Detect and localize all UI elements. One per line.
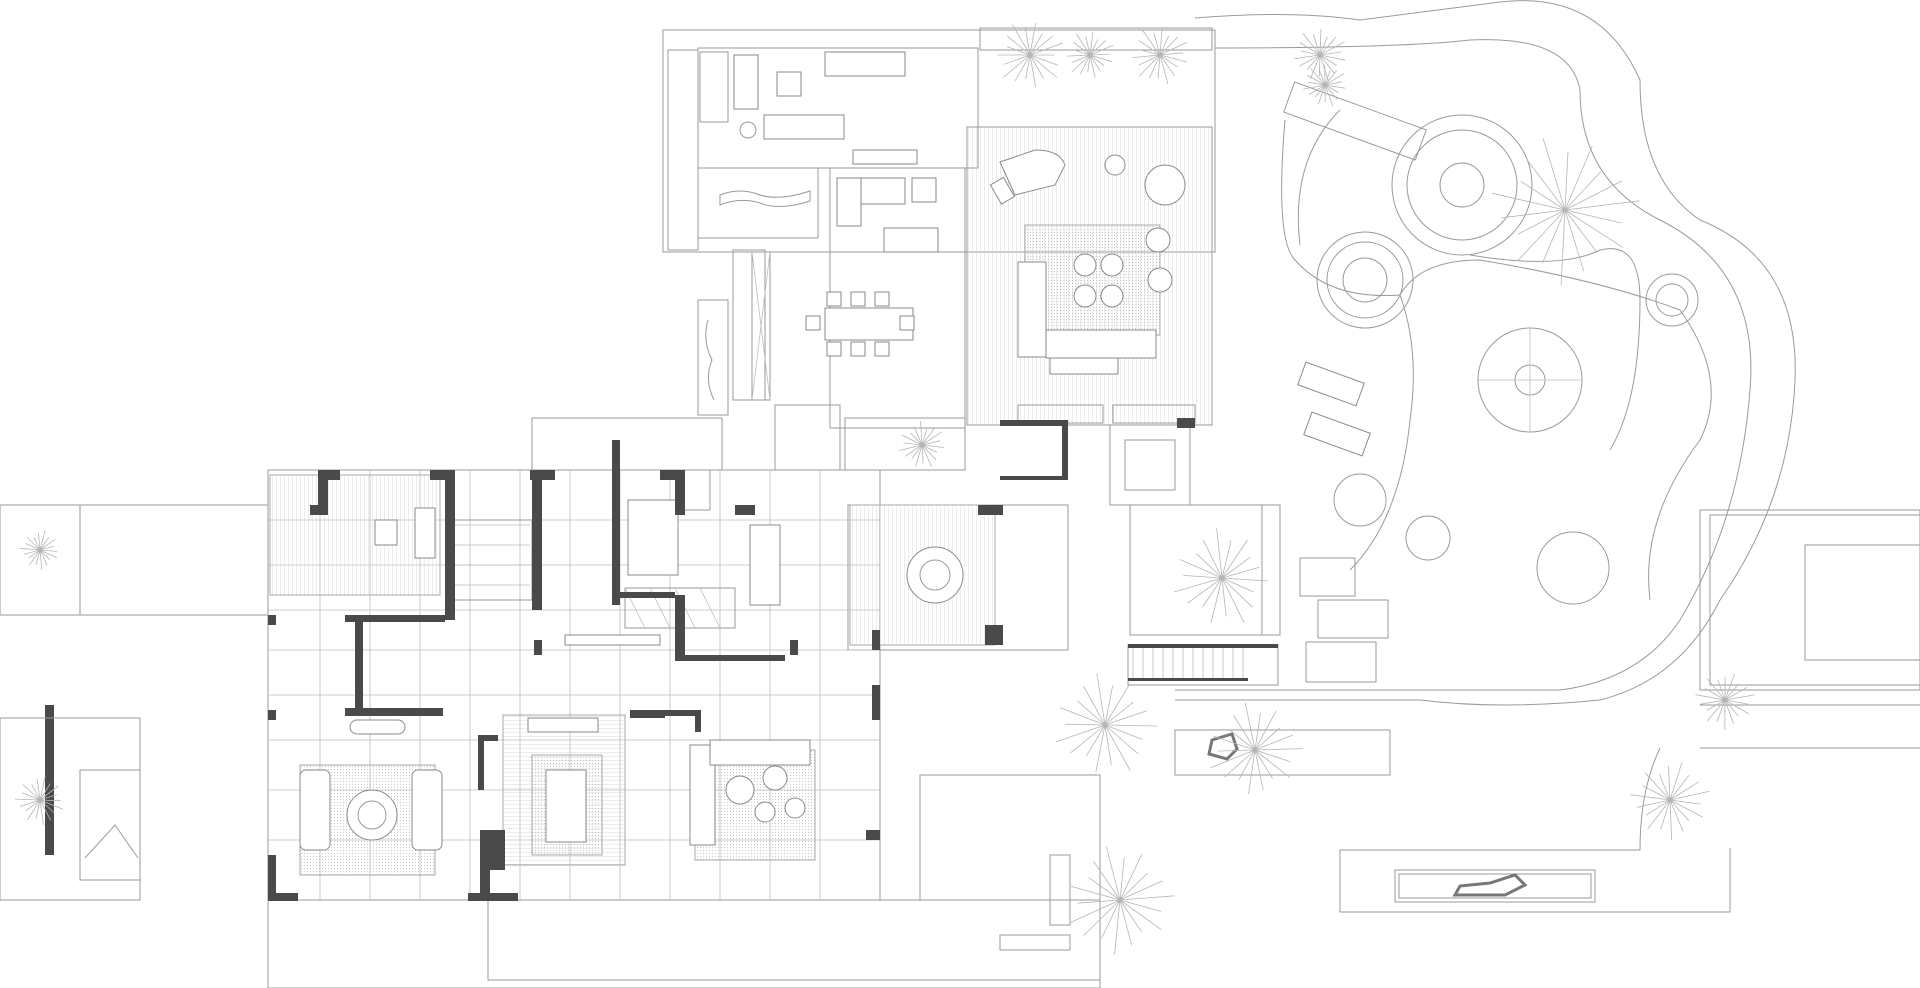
main-house: [267, 404, 1191, 988]
upper-wing: [662, 29, 1216, 429]
trees: [14, 23, 1755, 955]
tree-symbol: [997, 23, 1064, 87]
garden: [0, 0, 1920, 913]
tree-symbol: [1491, 138, 1640, 285]
tree-symbol: [1294, 29, 1346, 82]
tree-symbol: [1303, 64, 1346, 106]
tree-symbol: [20, 530, 57, 570]
tree-symbol: [14, 775, 64, 825]
tree-symbol: [1173, 528, 1269, 624]
structural-walls: [45, 418, 1195, 901]
dining-table-upper: [805, 291, 915, 357]
garden-stair: [1127, 644, 1391, 776]
tree-symbol: [1132, 27, 1188, 85]
tree-symbol: [1630, 761, 1710, 841]
tree-symbol: [1210, 702, 1304, 794]
tree-symbol: [1069, 846, 1175, 955]
tree-symbol: [898, 420, 945, 468]
living-pavilion: [966, 126, 1213, 426]
tree-symbol: [1055, 673, 1158, 773]
tree-symbol: [1066, 32, 1114, 78]
tree-symbol: [1695, 673, 1755, 731]
